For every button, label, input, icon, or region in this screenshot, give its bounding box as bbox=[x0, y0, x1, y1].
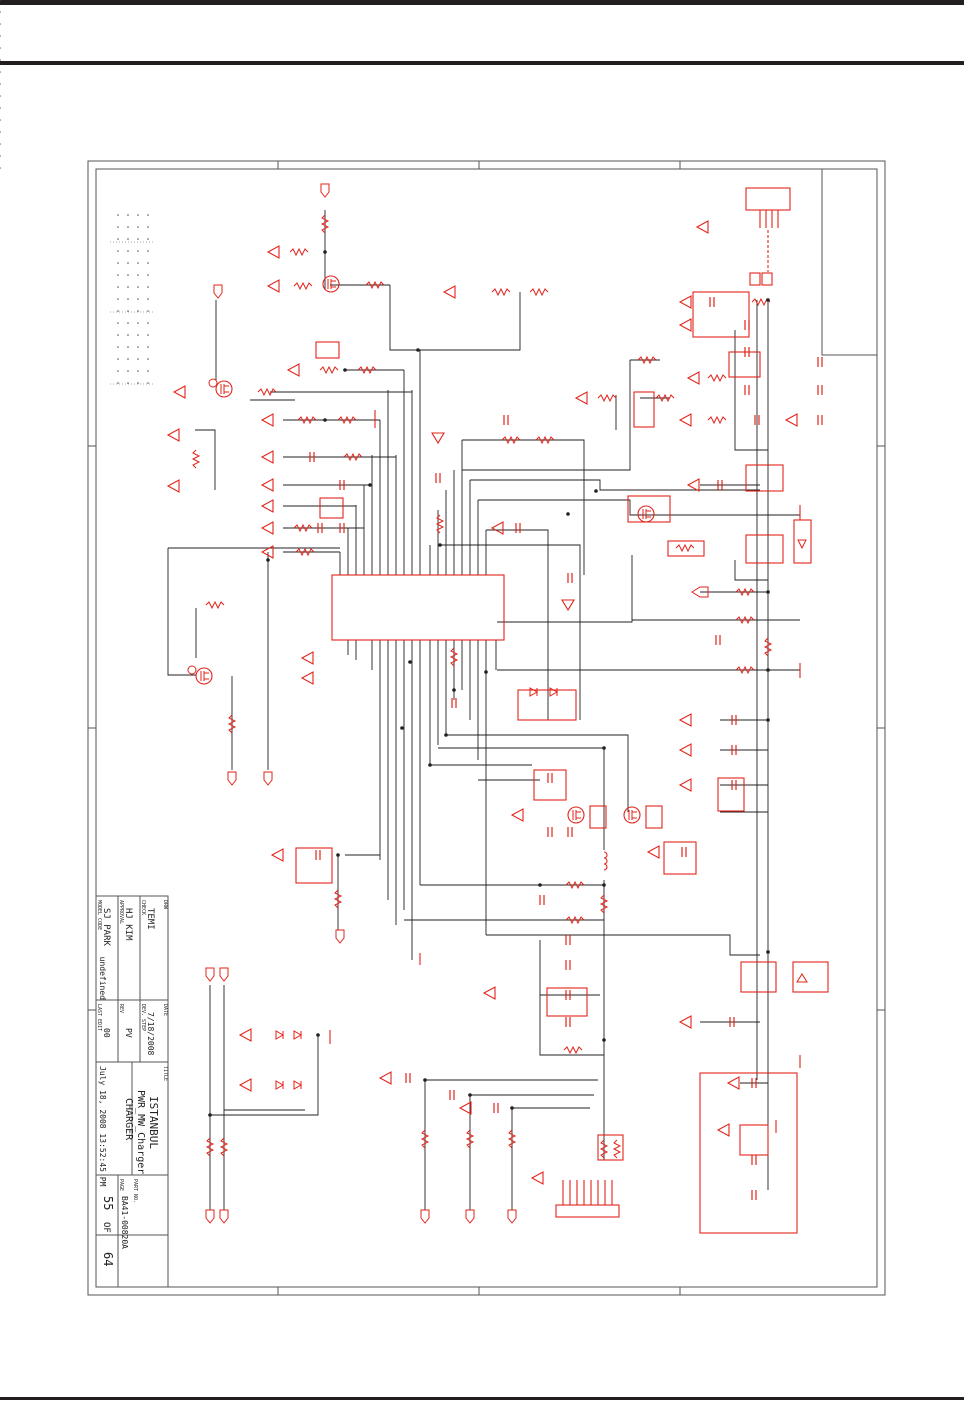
schematic-components bbox=[295, 187, 829, 1234]
tb-date-label: DATE bbox=[162, 1004, 168, 1016]
tb-date-line: July 18, 2008 13:52:45 PM bbox=[98, 1066, 107, 1187]
tb-page-total: 64 bbox=[101, 1252, 115, 1266]
junction-dots bbox=[208, 250, 770, 1117]
tb-of-label: OF bbox=[101, 1222, 111, 1233]
ground-symbols bbox=[167, 220, 798, 1185]
resistors bbox=[192, 214, 772, 1159]
tb-chk-name: HJ KIM bbox=[123, 908, 133, 941]
schematic-wires bbox=[167, 210, 800, 1210]
tb-drw-name: TEMI bbox=[145, 908, 155, 930]
tb-partno-label: PART NO. bbox=[132, 1179, 138, 1203]
tb-title-line-2: PWR_MW_Charger bbox=[135, 1090, 146, 1174]
footer-rule bbox=[0, 1397, 964, 1400]
off-page-ports bbox=[205, 183, 709, 1224]
tb-appr-name: SJ PARK bbox=[101, 908, 111, 947]
capacitors bbox=[309, 296, 823, 1201]
tb-page-number: 55 bbox=[101, 1196, 115, 1210]
tb-part-number: BA41-00820A bbox=[120, 1196, 129, 1249]
tb-title-label: TITLE bbox=[162, 1066, 168, 1081]
revision-table bbox=[0, 0, 155, 385]
tb-last-edit-label: LAST EDIT bbox=[96, 1004, 102, 1031]
tb-dev-value: PV bbox=[124, 1028, 133, 1038]
tb-rev-label: REV bbox=[118, 1004, 124, 1013]
tb-drw-label: DRW bbox=[162, 900, 168, 910]
tb-rev-value: 00 bbox=[102, 1028, 111, 1038]
tb-dev-label: DEV. STEP bbox=[140, 1004, 146, 1031]
header-rule bbox=[0, 61, 964, 65]
transistors bbox=[187, 275, 655, 824]
tb-date-value: 7/18/2008 bbox=[146, 1012, 155, 1056]
title-block-text: DRW CHECK APPROVAL MODEL CODE DATE DEV. … bbox=[96, 900, 168, 1266]
diodes bbox=[275, 539, 808, 1090]
tb-chk-label: CHECK bbox=[140, 900, 146, 915]
tb-appr-label: APPROVAL bbox=[118, 900, 124, 924]
tb-title-line-3: CHARGER bbox=[123, 1098, 134, 1141]
title-block bbox=[95, 895, 169, 1288]
drawing-frame bbox=[87, 160, 886, 1296]
tb-title-line-1: ISTANBUL bbox=[147, 1096, 160, 1149]
tb-model-label: MODEL CODE bbox=[96, 900, 102, 930]
header-top-bar bbox=[0, 0, 964, 5]
tb-page-label: PAGE bbox=[118, 1179, 124, 1191]
tb-model-value: undefined bbox=[98, 957, 107, 1001]
